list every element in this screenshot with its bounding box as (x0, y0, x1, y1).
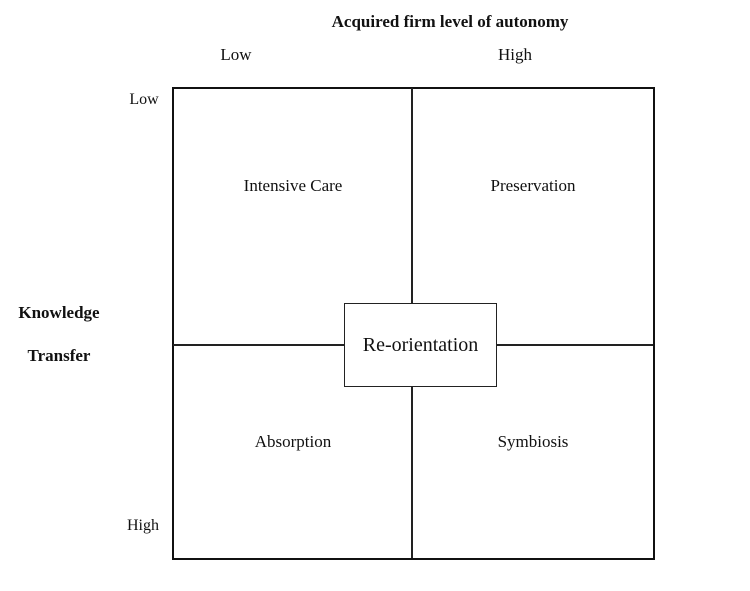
quadrant-intensive-care: Intensive Care (243, 176, 343, 195)
y-axis-title-line2: Transfer (27, 346, 91, 365)
center-label: Re-orientation (362, 333, 479, 356)
quadrant-preservation: Preservation (490, 176, 576, 195)
quadrant-absorption: Absorption (254, 432, 332, 451)
x-axis-title: Acquired firm level of autonomy (331, 12, 569, 31)
y-axis-low-label: Low (129, 91, 159, 108)
quadrant-symbiosis: Symbiosis (497, 432, 569, 451)
center-box-reorientation: Re-orientation (344, 303, 497, 387)
matrix-frame (172, 87, 655, 560)
x-axis-low-label: Low (220, 45, 252, 64)
y-axis-title-line1: Knowledge (18, 303, 100, 322)
x-axis-high-label: High (498, 45, 532, 64)
y-axis-high-label: High (127, 517, 159, 534)
